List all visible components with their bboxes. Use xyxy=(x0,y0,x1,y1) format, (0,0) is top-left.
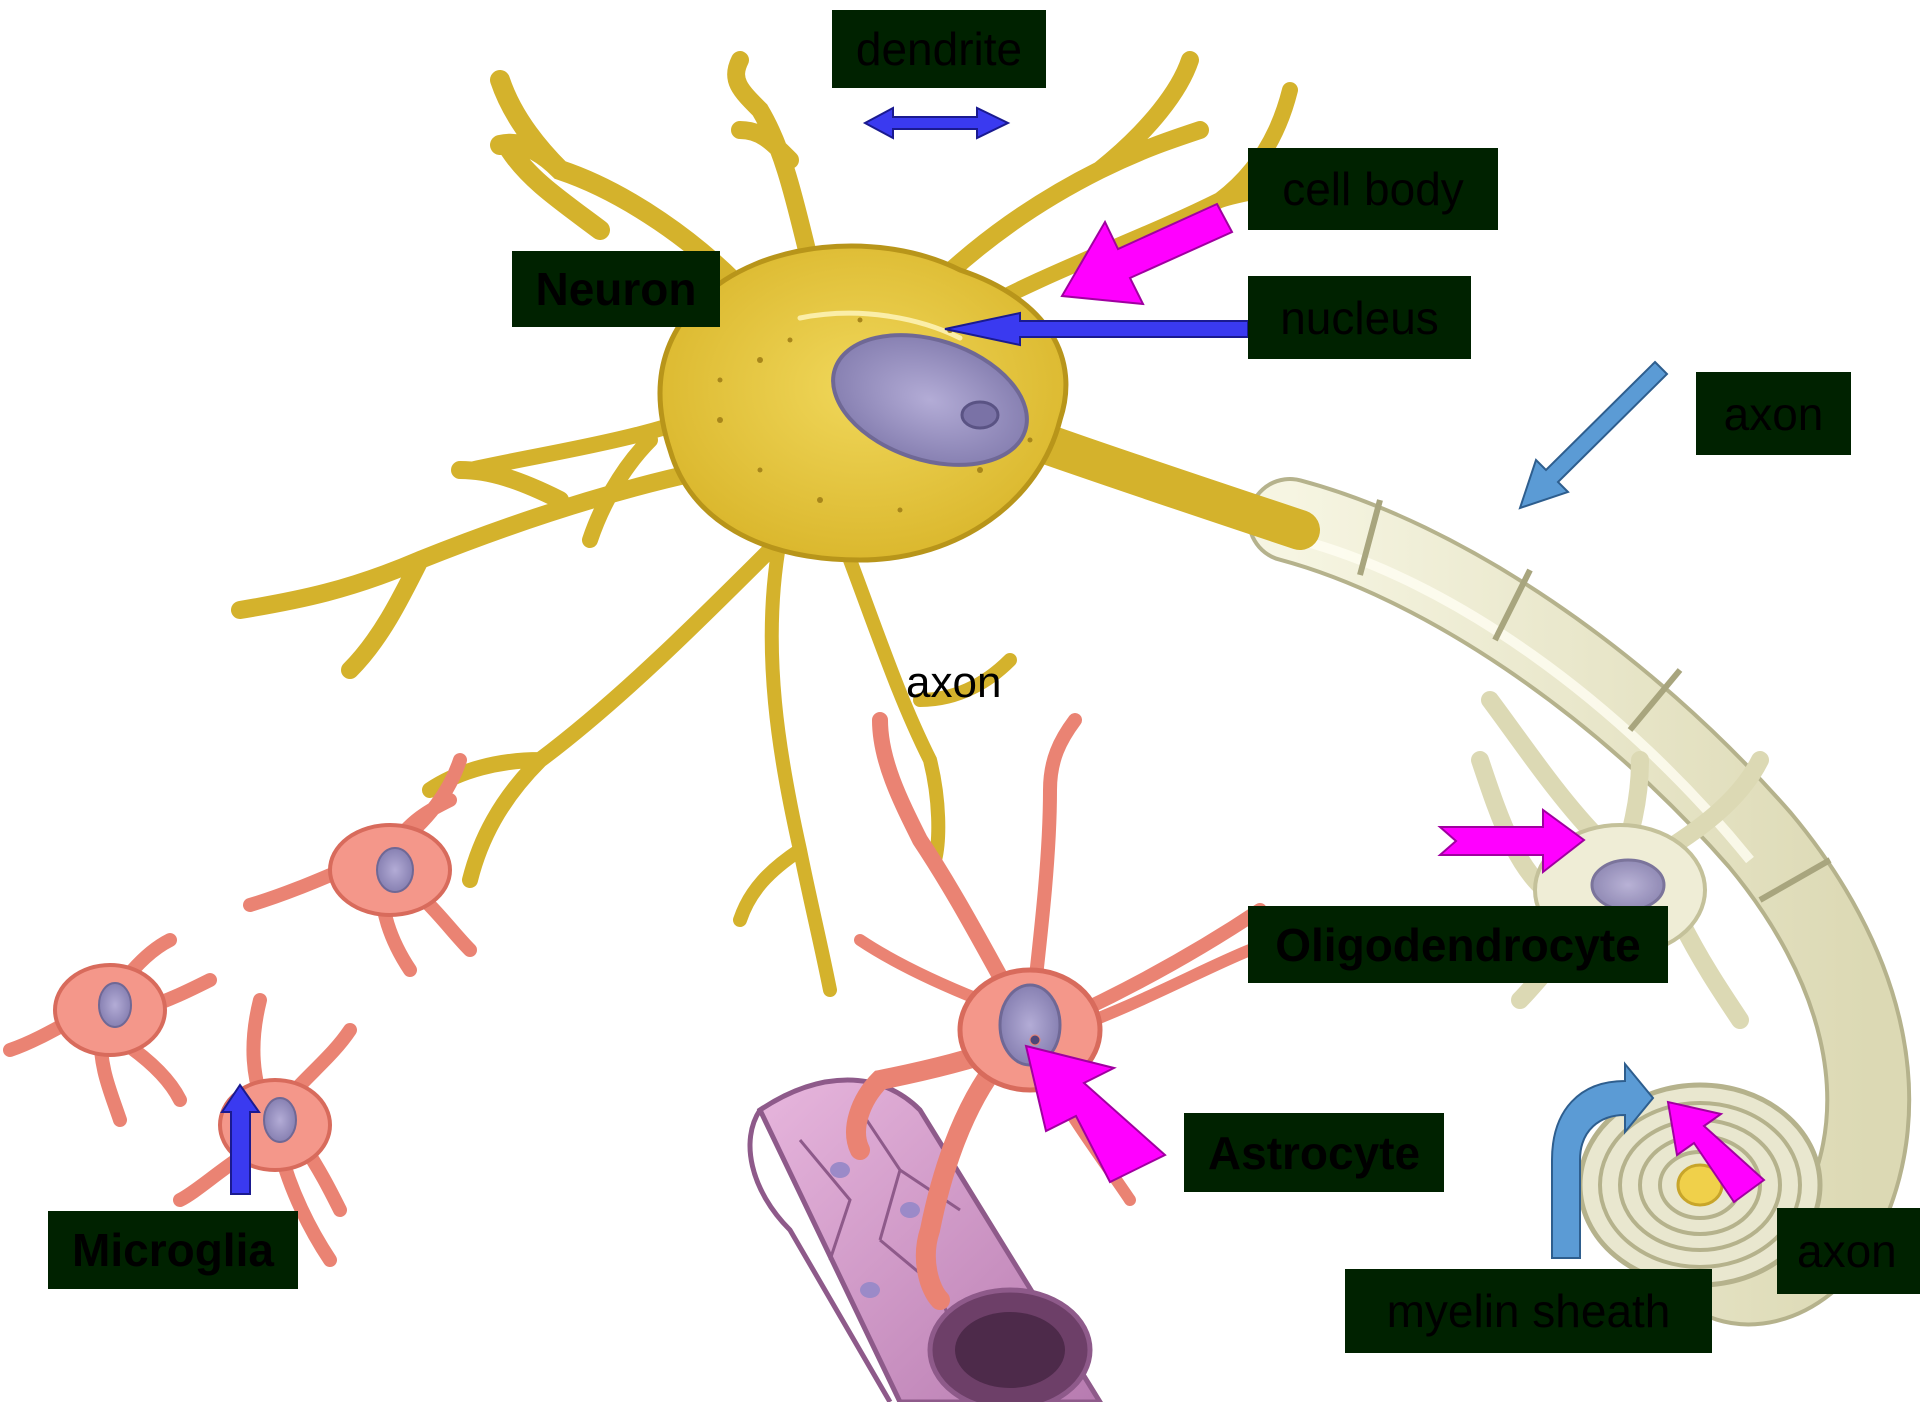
axon-label-bottom: axon xyxy=(1777,1208,1920,1294)
axon-label-top: axon xyxy=(1696,372,1851,455)
astrocyte-arrow xyxy=(1026,1046,1165,1182)
astrocyte-label: Astrocyte xyxy=(1184,1113,1444,1192)
axon-arrow-top xyxy=(1520,362,1667,508)
nucleus-label: nucleus xyxy=(1248,276,1471,359)
neuron-label: Neuron xyxy=(512,251,720,327)
myelin-sheath-label: myelin sheath xyxy=(1345,1269,1712,1353)
neuron-nucleolus xyxy=(962,402,998,428)
axon-plain-label: axon xyxy=(906,658,1001,708)
cell-body-label: cell body xyxy=(1248,148,1498,230)
oligodendrocyte-label: Oligodendrocyte xyxy=(1248,906,1668,983)
dendrite-label: dendrite xyxy=(832,10,1046,88)
cell-body-arrow xyxy=(1062,204,1232,304)
microglia-label: Microglia xyxy=(48,1211,298,1289)
dendrite-double-arrow xyxy=(865,108,1008,138)
